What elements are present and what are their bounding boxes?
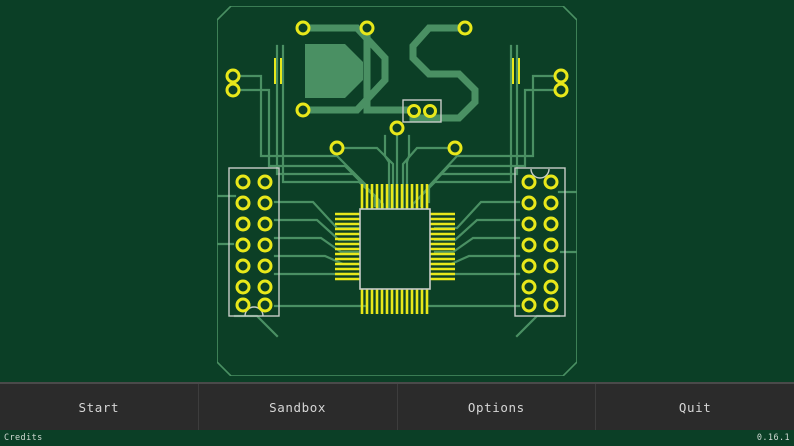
header-pad [235, 279, 251, 295]
splash-logo-area [217, 6, 577, 376]
via-pad [359, 20, 375, 36]
left-header-silkscreen [228, 167, 280, 317]
logo-letter-l-trace [363, 24, 417, 114]
logo-letter-d-trace [299, 24, 389, 114]
header-pad [521, 195, 537, 211]
two-pad-component [402, 99, 442, 123]
header-pad [235, 174, 251, 190]
header-pad [521, 279, 537, 295]
header-pad [257, 297, 273, 313]
header-pad [543, 297, 559, 313]
right-header-silkscreen [514, 167, 566, 317]
pcb-logo-graphic [217, 6, 577, 376]
via-pad [389, 120, 405, 136]
header-pad [521, 237, 537, 253]
header-pad [543, 216, 559, 232]
header-pad [235, 297, 251, 313]
right-header [514, 167, 566, 317]
header-pad [521, 297, 537, 313]
header-pad [235, 216, 251, 232]
via-pad [329, 140, 345, 156]
component-pad [423, 104, 437, 118]
header-pad [257, 174, 273, 190]
header-pad [257, 258, 273, 274]
component-pad [407, 104, 421, 118]
right-header-notch [530, 168, 550, 179]
via-pad [553, 82, 569, 98]
via-pad [447, 140, 463, 156]
via-pad [225, 68, 241, 84]
two-pad-component-silkscreen [402, 99, 442, 123]
logo-letter-traces [299, 24, 479, 122]
header-pad [521, 216, 537, 232]
header-pad [521, 174, 537, 190]
header-pad [521, 258, 537, 274]
via-pad [225, 82, 241, 98]
chip-pins-top [360, 184, 429, 211]
left-header-notch [244, 306, 264, 317]
chip-body [359, 208, 431, 290]
logo-letter-d-fill [305, 44, 363, 98]
menu-button-start[interactable]: Start [0, 384, 199, 430]
header-pad [543, 195, 559, 211]
central-qfp-chip [335, 184, 455, 314]
via-pad [295, 20, 311, 36]
menu-button-quit[interactable]: Quit [678, 399, 712, 415]
via-pad [295, 102, 311, 118]
header-pad [543, 237, 559, 253]
via-pads [225, 20, 569, 156]
credits-link[interactable]: Credits [4, 433, 43, 443]
header-pad [543, 174, 559, 190]
header-pad [235, 237, 251, 253]
logo-letter-s-trace [409, 24, 479, 122]
header-pad [235, 258, 251, 274]
header-pad [257, 237, 273, 253]
chip-pins-right [427, 212, 455, 281]
menu-button-sandbox[interactable]: Sandbox [199, 384, 398, 430]
silkscreen-marks [274, 58, 520, 84]
left-header [228, 167, 280, 317]
header-pad [257, 216, 273, 232]
via-pad [553, 68, 569, 84]
menu-button-options[interactable]: Options [398, 384, 597, 430]
version-label: 0.16.1 [756, 433, 790, 443]
main-menu-bar: Start Sandbox Options Quit [0, 382, 794, 430]
header-pad [235, 195, 251, 211]
header-pad [257, 279, 273, 295]
via-pad [457, 20, 473, 36]
header-pad [543, 279, 559, 295]
header-pad [257, 195, 273, 211]
status-bar: Credits 0.16.1 [0, 430, 794, 446]
chip-pins-bottom [360, 287, 429, 314]
chip-pins-left [335, 212, 362, 281]
header-pad [543, 258, 559, 274]
